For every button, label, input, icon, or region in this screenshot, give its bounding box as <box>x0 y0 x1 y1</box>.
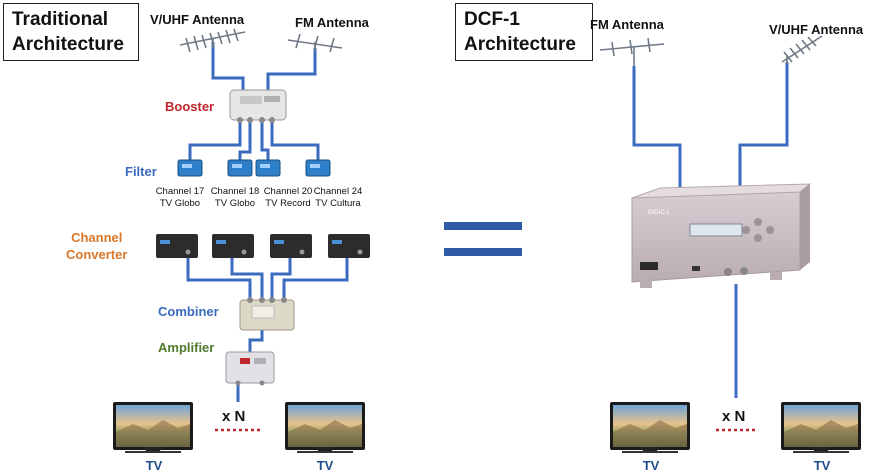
left-tv-icon-1 <box>113 402 193 453</box>
left-vuhf-antenna-label: V/UHF Antenna <box>150 12 245 27</box>
right-multiplier-label: x N <box>722 408 746 425</box>
right-tv-label-2: TV <box>813 458 831 473</box>
left-cables <box>186 42 349 402</box>
dcf1-architecture-title: DCF-1 Architecture <box>455 3 593 61</box>
filter-icon-4 <box>305 159 331 177</box>
converter-icon-3 <box>270 234 312 258</box>
right-cables <box>632 62 789 398</box>
right-vuhf-antenna-icon <box>781 35 823 64</box>
combiner-label: Combiner <box>158 304 219 319</box>
converter-icon-1 <box>156 234 198 258</box>
combiner-device-icon <box>239 297 295 331</box>
booster-device-icon <box>229 89 287 123</box>
traditional-architecture-title: Traditional Architecture <box>3 3 139 61</box>
converter-icon-2 <box>212 234 254 258</box>
left-multiplier-label: x N <box>222 408 246 425</box>
booster-label: Booster <box>165 99 215 114</box>
right-tv-icon-2 <box>781 402 861 453</box>
amplifier-label: Amplifier <box>158 340 215 355</box>
right-fm-antenna-icon <box>599 37 665 66</box>
right-tv-label-1: TV <box>642 458 660 473</box>
left-fm-antenna-icon <box>287 33 343 53</box>
channel-converter-devices <box>156 234 370 258</box>
dcf1-device-icon <box>631 183 812 288</box>
right-vuhf-antenna-label: V/UHF Antenna <box>769 22 864 37</box>
amplifier-device-icon <box>225 351 275 386</box>
equals-sign <box>444 222 522 256</box>
left-vuhf-antenna-icon <box>179 28 246 53</box>
filter-label: Filter <box>125 164 157 179</box>
left-tv-label-1: TV <box>145 458 163 473</box>
right-tv-icon-1 <box>610 402 690 453</box>
filter-devices <box>177 159 331 177</box>
dcf1-device-brand: DIGIC L <box>648 210 670 216</box>
channel-converter-label: Channel Converter <box>66 230 128 262</box>
left-tv-icon-2 <box>285 402 365 453</box>
left-fm-antenna-label: FM Antenna <box>295 15 369 30</box>
filter-icon-1 <box>177 159 203 177</box>
right-fm-antenna-label: FM Antenna <box>590 17 664 32</box>
converter-icon-4 <box>328 234 370 258</box>
filter-icon-3 <box>255 159 281 177</box>
filter-icon-2 <box>227 159 253 177</box>
left-tv-label-2: TV <box>316 458 334 473</box>
